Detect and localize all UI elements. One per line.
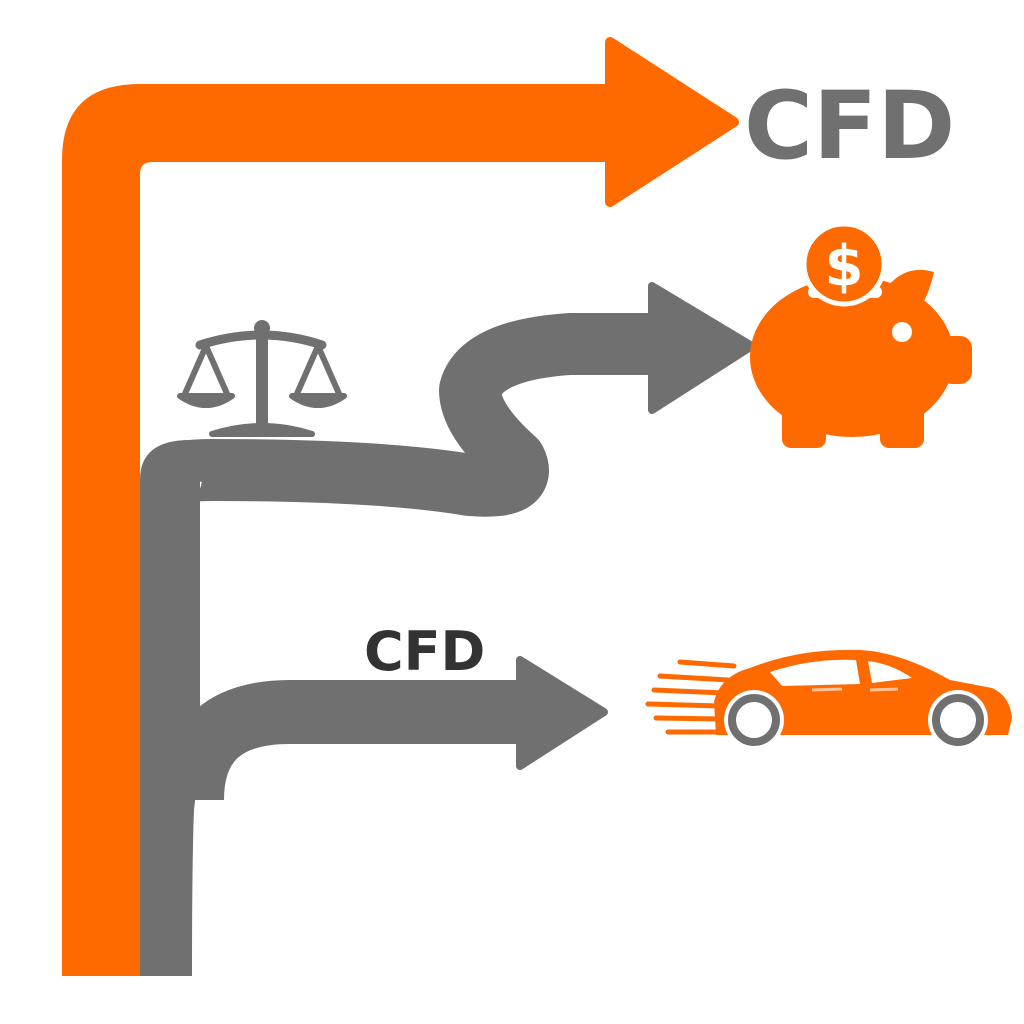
car-wheel-rear [928,690,988,750]
gray-upper-branch [140,313,660,517]
scale-base [209,423,315,437]
gray-trunk [140,440,200,976]
scale-right-strings [293,343,343,399]
balance-scale-icon [177,320,347,437]
top-cfd-label: CFD [744,72,955,181]
gray-upper-arrow-head [648,282,756,414]
car-window-rear [868,661,912,683]
piggy-body [750,277,954,437]
piggy-leg-front [782,398,826,448]
piggy-snout [940,336,972,384]
car-door-line [811,687,843,692]
piggy-eye [892,322,912,342]
scale-left-pan [177,393,235,408]
gray-branch-path [140,282,756,976]
coin-symbol: $ [825,234,864,299]
car-window [770,659,860,686]
dollar-coin-icon: $ [801,221,887,307]
car-wheel-front [724,690,784,750]
car-door-line-2 [869,687,899,692]
piggy-ear [880,269,934,320]
fast-car-icon [645,649,1012,750]
piggy-leg-back [880,398,924,448]
orange-arrow-head [605,37,739,207]
scale-left-strings [181,343,231,399]
orange-path-body [62,84,612,976]
middle-cfd-label: CFD [364,620,485,683]
gray-lower-branch [160,680,530,802]
gray-lower-arrow-head [516,656,608,770]
scale-right-pan [289,393,347,408]
car-speed-lines [645,659,737,735]
orange-main-path [62,37,739,976]
coin-circle [801,221,887,307]
